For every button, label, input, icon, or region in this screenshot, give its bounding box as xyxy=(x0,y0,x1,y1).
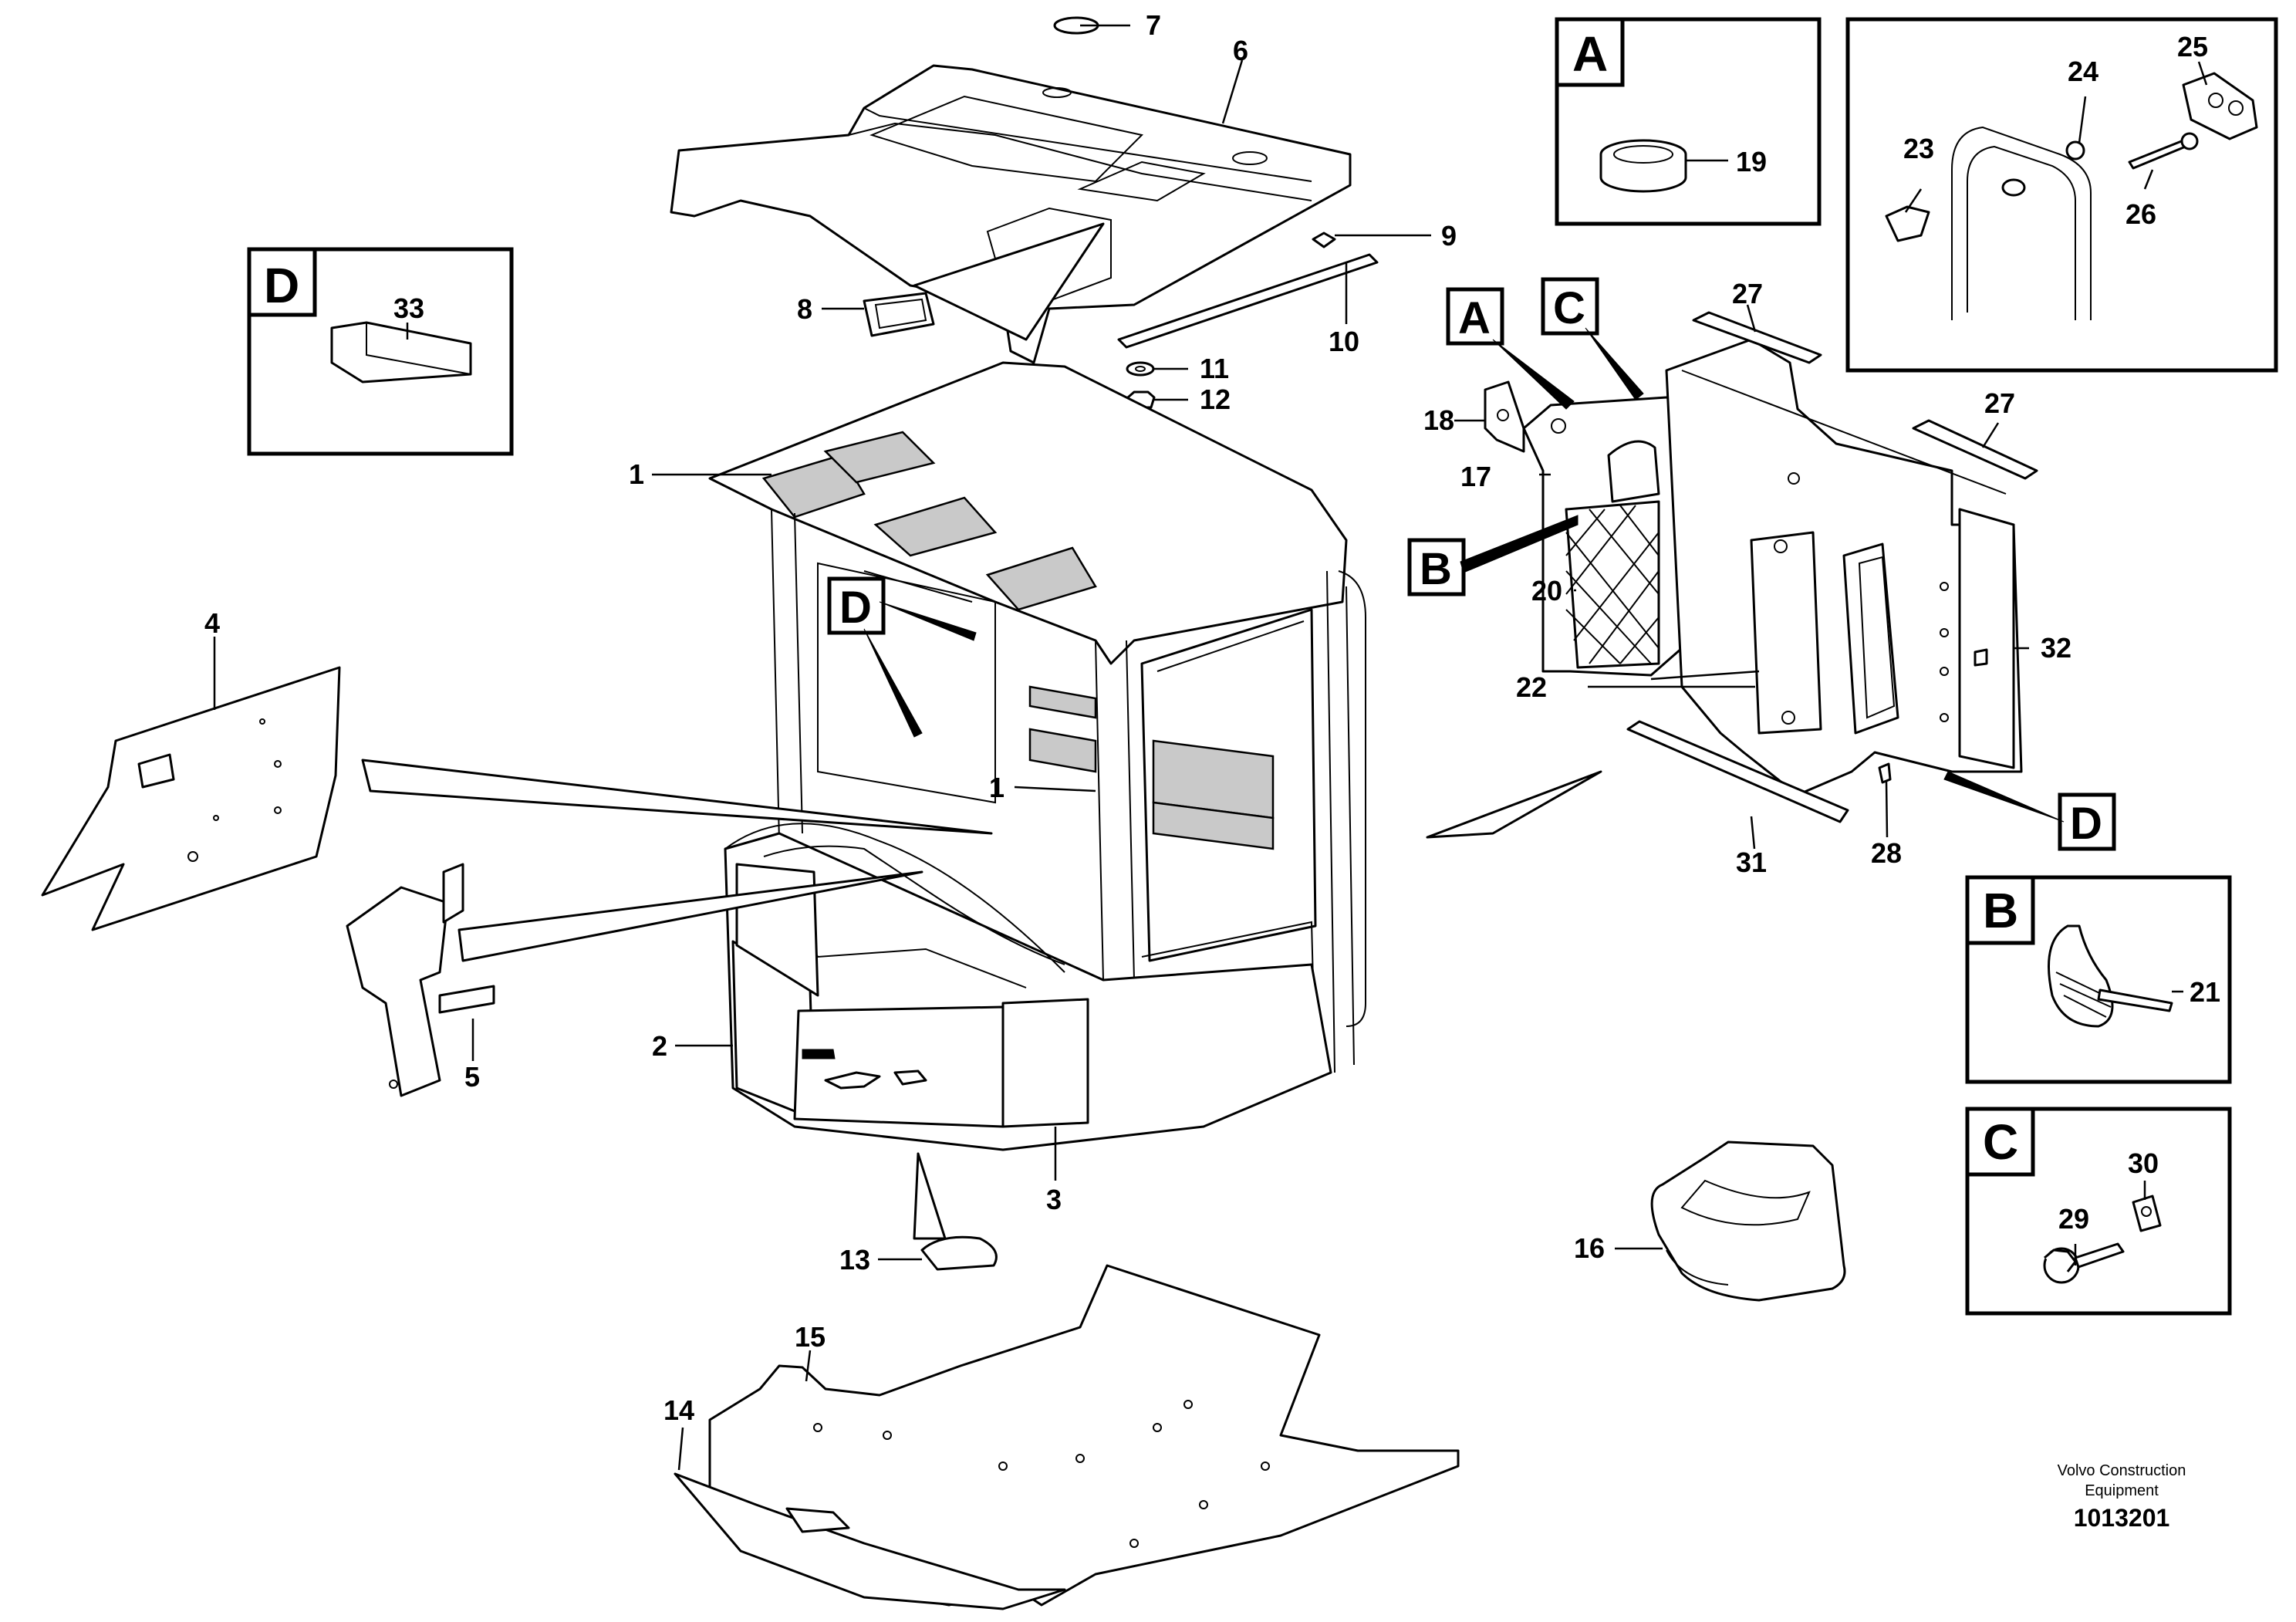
callout-letter-c: C xyxy=(1553,283,1585,333)
callout-box-b xyxy=(1407,515,1578,596)
label-part-15: 15 xyxy=(795,1321,826,1353)
window-decal-part-1 xyxy=(1028,685,1275,850)
label-part-1: 1 xyxy=(629,458,644,490)
leader-lines xyxy=(213,24,2208,1471)
label-part-23: 23 xyxy=(1903,133,1934,164)
cup-holder-part-16 xyxy=(1650,1140,1846,1302)
label-part-11: 11 xyxy=(1200,353,1229,384)
label-part-8: 8 xyxy=(797,293,812,325)
label-part-16: 16 xyxy=(1574,1232,1605,1264)
label-part-4: 4 xyxy=(204,607,220,639)
detail-letter-a: A xyxy=(1572,26,1608,82)
washer-part-11 xyxy=(1126,361,1155,377)
cover-plate-part-22 xyxy=(1750,531,1822,735)
callout-box-d-cab xyxy=(827,576,977,738)
label-part-19: 19 xyxy=(1736,146,1767,177)
label-part-27a: 27 xyxy=(1732,278,1763,309)
floor-mat-front-part-14 xyxy=(674,1472,1066,1610)
part-number-labels: 1 1 2 3 4 5 6 7 8 9 10 11 12 13 14 15 16… xyxy=(204,9,2220,1426)
side-panel-part-4 xyxy=(41,666,993,931)
detail-box-a xyxy=(1555,17,1822,226)
label-part-13: 13 xyxy=(839,1244,870,1276)
label-part-30: 30 xyxy=(2128,1147,2159,1179)
footer-company-line1: Volvo Construction xyxy=(2058,1462,2186,1479)
front-panel-part-3 xyxy=(793,998,1089,1128)
label-part-3: 3 xyxy=(1046,1184,1062,1215)
pad-part-13 xyxy=(913,1152,998,1271)
rail-part-31 xyxy=(1626,720,1849,823)
strip-part-27b xyxy=(1912,419,2038,480)
label-part-25: 25 xyxy=(2177,31,2208,63)
fastener-part-9 xyxy=(1312,231,1336,248)
detail-box-c xyxy=(1965,1107,2232,1316)
clip-part-8 xyxy=(863,292,935,337)
label-part-20: 20 xyxy=(1531,575,1562,607)
roof-decal-part-1 xyxy=(761,431,1097,611)
label-part-12: 12 xyxy=(1200,384,1231,415)
roof-panel-part-6 xyxy=(670,64,1352,364)
callout-box-a xyxy=(1446,287,1575,410)
label-part-10: 10 xyxy=(1329,326,1359,357)
label-part-7: 7 xyxy=(1146,9,1161,41)
footer: Volvo Construction Equipment 1013201 xyxy=(2058,1462,2186,1532)
detail-letter-d: D xyxy=(264,258,299,313)
label-part-33: 33 xyxy=(393,292,424,324)
callout-letter-d-panel: D xyxy=(2070,799,2102,849)
detail-box-b xyxy=(1965,875,2232,1084)
strip-part-27a xyxy=(1692,311,1822,364)
mesh-grille-part-20 xyxy=(1565,500,1660,669)
label-part-6: 6 xyxy=(1233,35,1248,66)
label-part-29: 29 xyxy=(2058,1203,2089,1235)
bracket-part-5 xyxy=(346,863,923,1097)
callout-box-d-panel xyxy=(1943,771,2116,851)
detail-letters: D A B C A C B D D xyxy=(264,26,2102,1170)
callout-letter-a: A xyxy=(1458,293,1491,343)
label-part-1b: 1 xyxy=(989,772,1004,803)
callout-letter-d-cab: D xyxy=(839,583,872,633)
label-part-14: 14 xyxy=(663,1394,694,1426)
label-part-24: 24 xyxy=(2068,56,2098,87)
strip-part-10 xyxy=(1117,253,1379,349)
side-console-part-32 xyxy=(1665,338,2023,796)
label-part-22: 22 xyxy=(1516,671,1547,703)
label-part-21: 21 xyxy=(2190,976,2220,1008)
detail-inset-23-26 xyxy=(1845,17,2278,373)
label-part-28: 28 xyxy=(1871,837,1902,869)
label-part-18: 18 xyxy=(1423,404,1454,436)
footer-company-line2: Equipment xyxy=(2085,1482,2159,1499)
label-part-9: 9 xyxy=(1441,220,1457,252)
label-part-17: 17 xyxy=(1460,461,1491,492)
detail-letter-b: B xyxy=(1983,883,2018,938)
label-part-26: 26 xyxy=(2125,198,2156,230)
detail-box-d xyxy=(247,247,514,456)
label-part-27b: 27 xyxy=(1984,387,2015,419)
callout-box-c xyxy=(1541,277,1644,400)
detail-letter-c: C xyxy=(1983,1114,2018,1170)
label-part-32: 32 xyxy=(2041,632,2071,664)
label-part-31: 31 xyxy=(1736,846,1767,878)
label-part-5: 5 xyxy=(464,1061,480,1093)
callout-letter-b: B xyxy=(1420,544,1452,594)
footer-drawing-id: 1013201 xyxy=(2074,1504,2170,1532)
clip-part-28 xyxy=(1878,762,1892,784)
label-part-2: 2 xyxy=(652,1030,667,1062)
